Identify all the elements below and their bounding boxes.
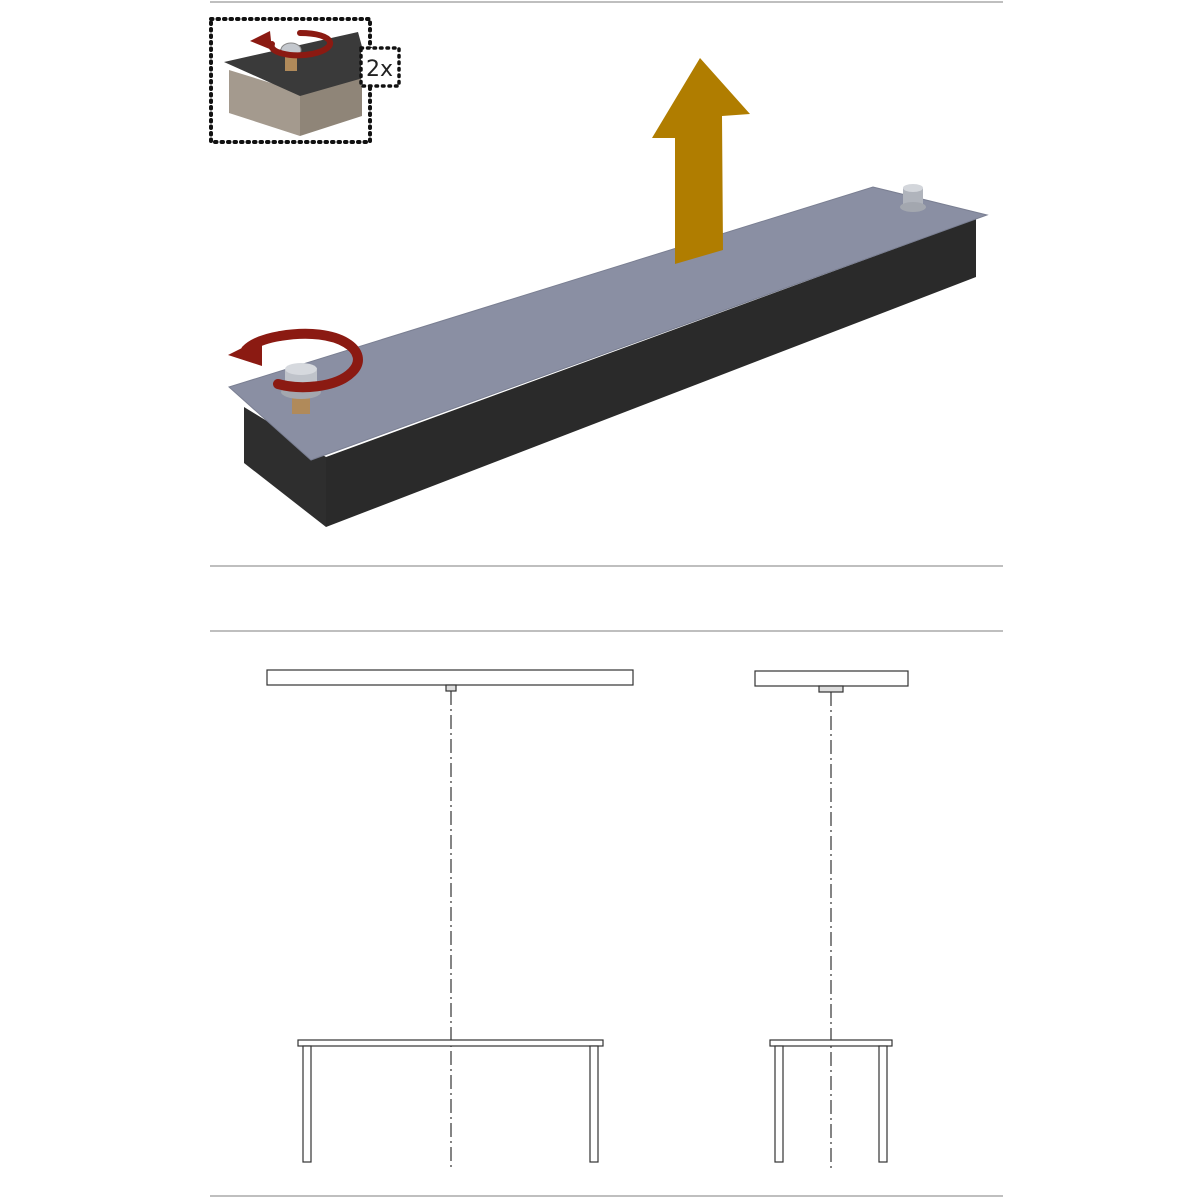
rotate-arrowhead-icon <box>250 31 272 50</box>
elevation-view-side <box>754 670 909 1168</box>
right-knob-body <box>903 188 923 206</box>
ceiling-panel-front <box>266 669 634 686</box>
panel-top-plate <box>228 186 989 461</box>
lift-arrow-icon <box>652 58 750 264</box>
quantity-label: 2x <box>366 57 393 82</box>
table-leg-right-side <box>878 1045 888 1163</box>
table-leg-left-front <box>302 1045 312 1163</box>
detail-inset: 2x <box>209 17 401 144</box>
panel-front-face <box>244 407 326 527</box>
table-leg-right-front <box>589 1045 599 1163</box>
inset-knob-thread <box>285 55 297 71</box>
table-top-front <box>297 1039 604 1047</box>
right-knob-base <box>900 202 926 212</box>
mount-front <box>445 684 457 692</box>
quantity-label-frame <box>359 46 401 88</box>
rotate-arrow-icon <box>268 30 334 59</box>
mount-side <box>818 685 844 693</box>
table-top-side <box>769 1039 893 1047</box>
panel-long-side <box>326 219 976 527</box>
rotate-arrowhead-large-icon <box>228 338 262 366</box>
left-knob-cap <box>285 363 317 375</box>
rotate-arrow-large-icon <box>273 328 363 393</box>
table-leg-left-side <box>774 1045 784 1163</box>
right-knob <box>900 184 926 212</box>
ceiling-panel-side <box>754 670 909 687</box>
separator-lines <box>210 1 1003 1197</box>
panel-3d <box>228 58 989 527</box>
elevation-view-front <box>266 669 634 1168</box>
right-knob-cap <box>903 184 923 192</box>
